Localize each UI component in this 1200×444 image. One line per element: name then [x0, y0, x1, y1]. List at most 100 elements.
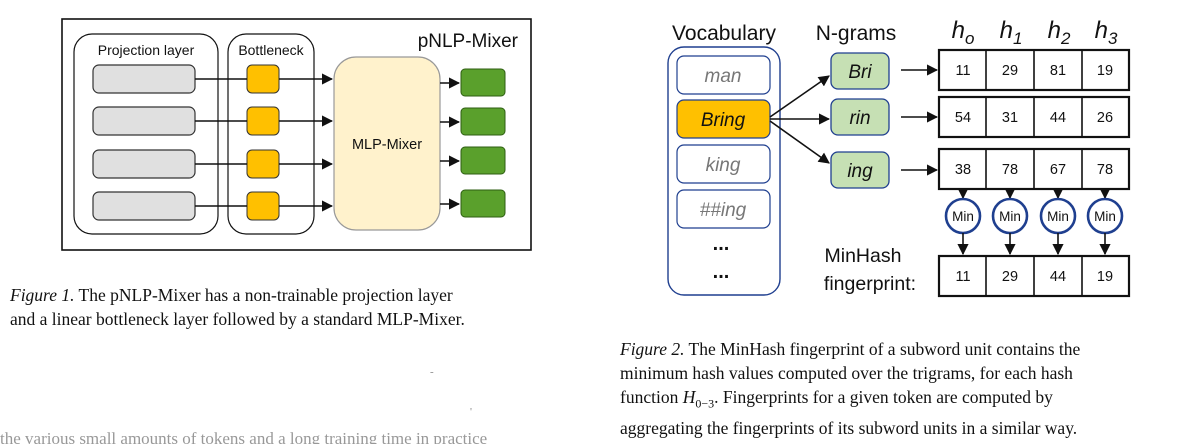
ngram-box	[830, 151, 890, 189]
scan-speck: -	[430, 366, 434, 378]
figure-2: Vocabulary N-grams man Bring king ##ing …	[667, 17, 1131, 298]
mlp-mixer-label: MLP-Mixer	[352, 137, 422, 153]
hash-header-h0: ho	[952, 17, 975, 48]
figure2-caption-text1: The MinHash fingerprint of a subword uni…	[688, 339, 1081, 359]
vocab-item-box	[676, 189, 771, 229]
fingerprint-values: 11 29 44 19	[955, 269, 1113, 285]
hash-header-h3: h3	[1095, 17, 1118, 48]
vocab-item: ##ing	[700, 200, 747, 221]
fingerprint-label-line2: fingerprint:	[824, 273, 916, 295]
vocab-ellipsis: ...	[713, 261, 730, 283]
figure2-caption-line4: aggregating the fingerprints of its subw…	[620, 416, 1195, 440]
output-box	[460, 146, 506, 175]
math-sub: 0−3	[695, 396, 715, 411]
fingerprint-row	[937, 254, 1131, 298]
vocabulary-header: Vocabulary	[672, 22, 776, 45]
bottleneck-to-mixer-arrows	[279, 73, 334, 212]
column-to-min-arrows	[957, 187, 1111, 200]
hash-range-math: H0−3	[682, 387, 714, 411]
output-box	[460, 189, 506, 218]
hash-values: 11 29 81 19 54 31 44 26 38 78 67 78	[955, 63, 1113, 178]
hash-cell: 29	[1002, 63, 1018, 79]
bottleneck-box	[246, 106, 280, 136]
figure2-caption-text4: aggregating the fingerprints of its subw…	[620, 417, 1078, 438]
ngram-box	[830, 98, 890, 136]
figure1-caption-line1: Figure 1. The pNLP-Mixer has a non-train…	[10, 283, 600, 307]
math-base: H	[682, 387, 696, 407]
min-to-fingerprint-arrows	[957, 233, 1111, 256]
figure1-caption: Figure 1. The pNLP-Mixer has a non-train…	[10, 283, 600, 331]
mixer-to-output-arrows	[440, 77, 461, 210]
figure2-caption-lead: Figure 2.	[620, 339, 685, 359]
bottleneck-box	[246, 64, 280, 94]
vocab-item: king	[706, 155, 741, 176]
min-label: Min	[1047, 209, 1069, 224]
figure1-caption-text1: The pNLP-Mixer has a non-trainable proje…	[78, 285, 453, 305]
ngram-box	[830, 52, 890, 90]
fingerprint-cell: 11	[955, 269, 970, 285]
figure1-caption-line2: and a linear bottleneck layer followed b…	[10, 307, 600, 331]
min-label: Min	[1094, 209, 1116, 224]
bottleneck-label: Bottleneck	[238, 42, 304, 58]
bottleneck-boxes	[246, 64, 280, 221]
figure2-caption-line2: minimum hash values computed over the tr…	[620, 361, 1195, 385]
vocab-item-box	[676, 55, 771, 95]
projection-to-bottleneck-lines	[195, 78, 247, 207]
truncated-body-text: the various small amounts of tokens and …	[0, 429, 488, 444]
projection-box	[92, 106, 196, 136]
hash-header-h1: h1	[1000, 17, 1023, 48]
scan-speck: '	[470, 406, 472, 418]
ngram-label: rin	[849, 108, 870, 129]
ngram-label: ing	[847, 161, 873, 182]
ngrams-header: N-grams	[816, 22, 897, 45]
bottleneck-box	[246, 149, 280, 179]
output-box	[460, 107, 506, 136]
hash-cell: 19	[1097, 63, 1113, 79]
ngram-label: Bri	[848, 62, 872, 83]
hash-cell: 44	[1050, 110, 1066, 126]
hash-cell: 31	[1002, 110, 1018, 126]
hash-cell: 78	[1002, 162, 1018, 178]
hash-cell: 81	[1050, 63, 1066, 79]
fingerprint-cell: 44	[1050, 269, 1066, 285]
fingerprint-label-line1: MinHash	[825, 245, 902, 267]
hash-cell: 78	[1097, 162, 1113, 178]
projection-boxes	[92, 64, 196, 221]
vocab-ellipsis: ...	[713, 233, 730, 255]
min-operators: Min Min Min Min	[944, 197, 1124, 235]
bottleneck-box	[246, 191, 280, 221]
mlp-mixer-block	[333, 56, 441, 231]
projection-box	[92, 191, 196, 221]
figure2-caption-text3b: . Fingerprints for a given token are com…	[714, 387, 1053, 407]
vocab-item: man	[705, 66, 742, 87]
figure2-caption-text2: minimum hash values computed over the tr…	[620, 363, 1073, 383]
figure2-caption-line3: function H0−3. Fingerprints for a given …	[620, 385, 1195, 416]
figure2-caption: Figure 2. The MinHash fingerprint of a s…	[620, 337, 1195, 440]
fingerprint-cell: 29	[1002, 269, 1018, 285]
hash-table	[937, 48, 1131, 191]
figure-1: pNLP-Mixer Projection layer Bottleneck	[61, 18, 532, 251]
output-boxes	[460, 68, 506, 218]
hash-cell: 67	[1050, 162, 1066, 178]
hash-cell: 38	[955, 162, 971, 178]
hash-cell: 26	[1097, 110, 1113, 126]
hash-cell: 11	[955, 63, 970, 79]
figure2-caption-line1: Figure 2. The MinHash fingerprint of a s…	[620, 337, 1195, 361]
vocab-item-box	[676, 144, 771, 184]
figure2-caption-text3a: function	[620, 387, 679, 407]
min-label: Min	[999, 209, 1021, 224]
hash-cell: 54	[955, 110, 971, 126]
output-box	[460, 68, 506, 97]
min-label: Min	[952, 209, 974, 224]
fingerprint-cell: 19	[1097, 269, 1113, 285]
token-to-ngram-arrows	[769, 75, 831, 164]
figure1-title: pNLP-Mixer	[418, 31, 519, 52]
projection-box	[92, 149, 196, 179]
hash-header-h2: h2	[1048, 17, 1071, 48]
ngram-to-hash-arrows	[901, 64, 939, 176]
figure1-caption-text2: and a linear bottleneck layer followed b…	[10, 309, 465, 329]
figure1-caption-lead: Figure 1.	[10, 285, 75, 305]
projection-box	[92, 64, 196, 94]
vocab-item-selected: Bring	[701, 110, 746, 131]
